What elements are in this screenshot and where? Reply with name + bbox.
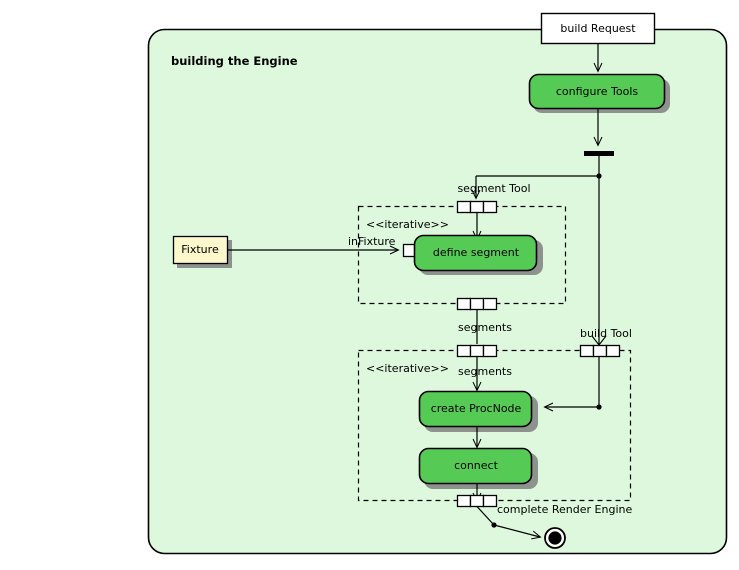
activity-container	[147, 28, 728, 555]
build-request-label: build Request	[560, 22, 636, 35]
build-request-box	[540, 12, 656, 45]
connect-box	[418, 447, 533, 485]
edge-label-in-fixture: inFixture	[348, 235, 396, 248]
edge-label-segment-tool: segment Tool	[457, 182, 530, 195]
node-build-request[interactable]: build Request	[540, 12, 656, 45]
configure-tools-label: configure Tools	[556, 85, 639, 98]
node-final[interactable]	[544, 527, 566, 549]
edge-label-build-tool: build Tool	[580, 327, 632, 340]
region-create-connect-stereotype: <<iterative>>	[366, 362, 449, 375]
pin-build-tool[interactable]	[579, 344, 621, 358]
edge-label-complete-render-engine: complete Render Engine	[497, 503, 632, 516]
pin-segments-out[interactable]	[456, 297, 498, 311]
edge-outputpin-to-junction	[476, 506, 495, 526]
fixture-label: Fixture	[181, 243, 219, 256]
node-connect[interactable]: connect	[418, 447, 539, 490]
region-define-segment-stereotype: <<iterative>>	[366, 218, 449, 231]
create-procnode-box	[418, 390, 533, 428]
fork-bar	[584, 151, 614, 156]
pin-segment-tool[interactable]	[456, 200, 498, 214]
node-define-segment[interactable]: define segment	[413, 234, 544, 276]
create-procnode-label: create ProcNode	[431, 402, 522, 415]
define-segment-box	[413, 234, 538, 272]
edge-label-segments-in: segments	[458, 365, 512, 378]
arrowhead-into-build-tool-pin	[591, 335, 607, 346]
node-configure-tools[interactable]: configure Tools	[528, 73, 671, 114]
edge-junction-to-finalnode	[493, 524, 542, 540]
node-fixture[interactable]: Fixture	[172, 235, 233, 269]
edge-label-segments-out: segments	[458, 321, 512, 334]
connect-label: connect	[454, 459, 499, 472]
final-node-core	[548, 531, 562, 545]
node-create-procnode[interactable]: create ProcNode	[418, 390, 539, 433]
pin-segments-in[interactable]	[456, 344, 498, 358]
pin-complete-render-engine[interactable]	[456, 494, 498, 508]
configure-tools-box	[528, 73, 666, 110]
fixture-box	[172, 235, 229, 265]
page-title: building the Engine	[171, 54, 298, 68]
define-segment-label: define segment	[433, 246, 520, 259]
junction-dot-fork-branch	[596, 173, 602, 179]
